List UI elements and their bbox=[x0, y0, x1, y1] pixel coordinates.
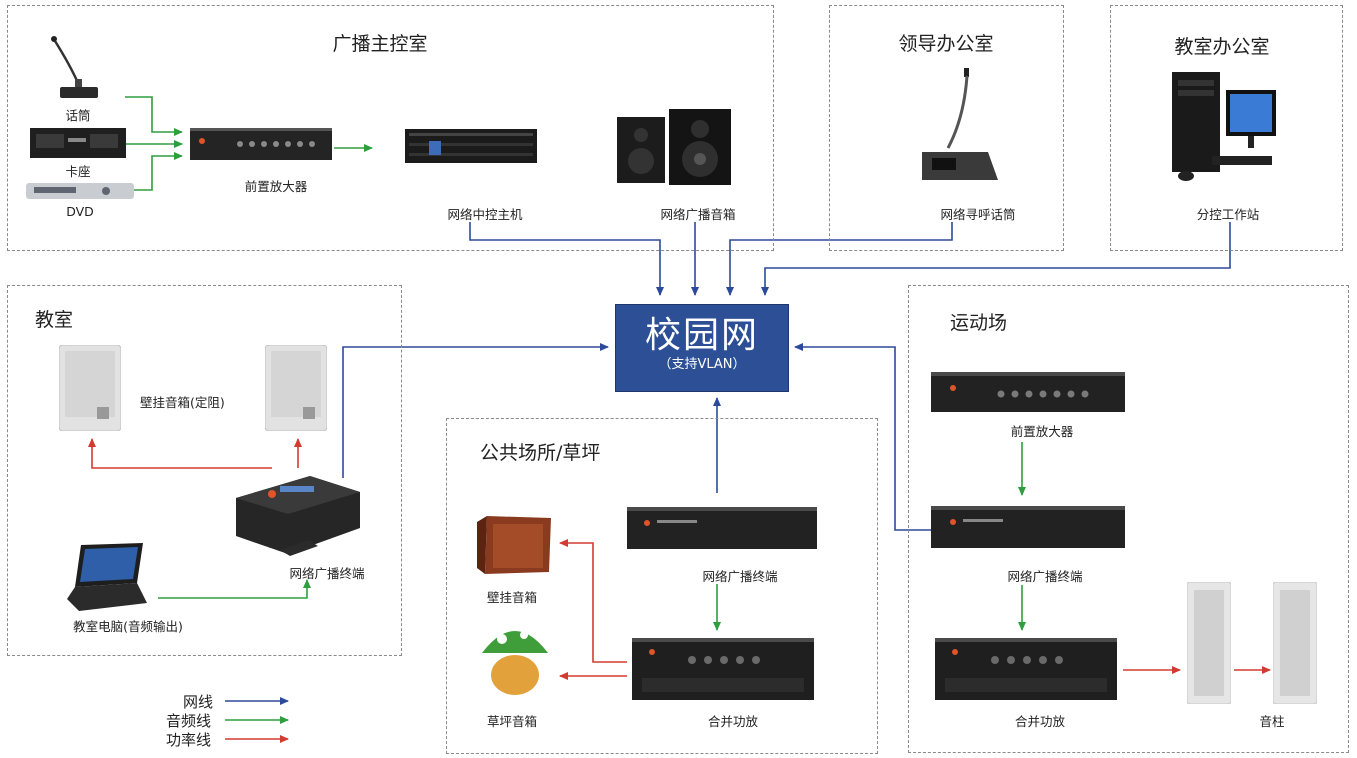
zone-public bbox=[446, 418, 878, 754]
terminal-rack-pub-icon bbox=[627, 507, 817, 549]
workstation-icon bbox=[1172, 72, 1276, 181]
zone-title-sports: 运动场 bbox=[950, 312, 1008, 334]
column-speaker-left-icon bbox=[1187, 582, 1231, 704]
zone-title-leader: 领导办公室 bbox=[898, 33, 994, 55]
laptop-icon bbox=[67, 543, 147, 611]
remote-control-icon bbox=[280, 540, 318, 556]
zone-leader-office bbox=[829, 5, 1064, 251]
zone-classroom bbox=[7, 285, 402, 656]
net-line-classroom bbox=[342, 343, 609, 478]
campus-network-box: 校园网 （支持VLAN） bbox=[615, 304, 789, 392]
cassette-deck-icon bbox=[30, 128, 126, 158]
label-amp-pub: 合并功放 bbox=[707, 714, 759, 729]
wall-speaker-left-icon bbox=[59, 345, 121, 431]
zone-sports bbox=[908, 285, 1349, 753]
audio-line-mic bbox=[125, 96, 183, 136]
label-workstation: 分控工作站 bbox=[1196, 207, 1260, 222]
label-terminal-pub: 网络广播终端 bbox=[702, 569, 778, 584]
power-line-cls-left bbox=[88, 438, 272, 469]
legend-label-power: 功率线 bbox=[166, 731, 212, 749]
label-server: 网络中控主机 bbox=[447, 207, 523, 222]
zone-title-broadcast: 广播主控室 bbox=[332, 33, 428, 55]
zone-title-public: 公共场所/草坪 bbox=[480, 442, 601, 464]
audio-line-dvd bbox=[130, 152, 183, 191]
legend-label-audio: 音频线 bbox=[166, 712, 212, 730]
label-column-speaker: 音柱 bbox=[1259, 714, 1285, 729]
amplifier-sports-icon bbox=[935, 638, 1117, 700]
network-terminal-box-icon bbox=[236, 476, 360, 554]
label-mic: 话筒 bbox=[65, 108, 91, 123]
wooden-wall-speaker-icon bbox=[477, 516, 551, 574]
audio-line-pc bbox=[158, 579, 311, 599]
net-line-server bbox=[469, 222, 664, 296]
label-wall-speaker-cls: 壁挂音箱(定阻) bbox=[140, 395, 225, 410]
dvd-player-icon bbox=[26, 183, 134, 199]
zone-teacher-office bbox=[1110, 5, 1343, 251]
microphone-icon bbox=[51, 36, 98, 98]
legend-label-net: 网线 bbox=[183, 693, 214, 711]
label-pc-cls: 教室电脑(音频输出) bbox=[73, 619, 183, 634]
label-cassette: 卡座 bbox=[65, 164, 91, 179]
column-speaker-right-icon bbox=[1273, 582, 1317, 704]
net-line-paging bbox=[726, 222, 953, 296]
preamp-sports-icon bbox=[931, 372, 1125, 412]
terminal-rack-sports-icon bbox=[931, 506, 1125, 548]
label-preamp-sports: 前置放大器 bbox=[1010, 424, 1074, 439]
label-preamp-main: 前置放大器 bbox=[244, 179, 308, 194]
label-wall-speaker-pub: 壁挂音箱 bbox=[486, 590, 538, 605]
zone-title-teacher: 教室办公室 bbox=[1174, 36, 1270, 58]
label-network-speaker: 网络广播音箱 bbox=[660, 207, 736, 222]
preamp-icon bbox=[190, 128, 332, 160]
mushroom-lawn-speaker-icon bbox=[482, 631, 548, 695]
speaker-pair-icon bbox=[617, 109, 731, 185]
zone-title-classroom: 教室 bbox=[35, 309, 74, 331]
paging-microphone-icon bbox=[922, 68, 998, 180]
label-terminal-sports: 网络广播终端 bbox=[1007, 569, 1083, 584]
label-dvd: DVD bbox=[66, 204, 94, 219]
server-icon bbox=[405, 129, 537, 163]
net-line-workstation bbox=[761, 222, 1231, 296]
amplifier-pub-icon bbox=[632, 638, 814, 700]
campus-network-subtitle: （支持VLAN） bbox=[658, 357, 746, 372]
campus-network-title: 校园网 bbox=[644, 315, 759, 356]
power-line-wall bbox=[559, 539, 627, 663]
label-amp-sports: 合并功放 bbox=[1014, 714, 1066, 729]
wall-speaker-right-icon bbox=[265, 345, 327, 431]
label-paging-mic: 网络寻呼话筒 bbox=[940, 207, 1016, 222]
zone-broadcast-room bbox=[7, 5, 774, 251]
label-lawn-speaker: 草坪音箱 bbox=[486, 714, 538, 729]
net-line-sports bbox=[794, 343, 932, 531]
label-terminal-cls: 网络广播终端 bbox=[289, 566, 365, 581]
